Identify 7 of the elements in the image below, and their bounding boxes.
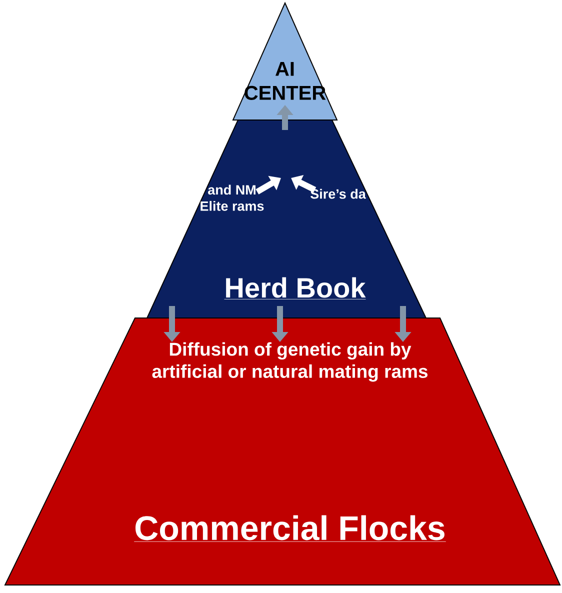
label-text: Sire’s da [310,188,366,199]
body-text: Diffusion of genetic gain by artificial or natural mating rams [152,342,428,382]
heading-text: Commercial Flocks [134,515,446,542]
label-text: and NM Elite rams [200,184,264,211]
heading-text: Herd Book [224,277,366,300]
title-text: AI CENTER [244,62,326,100]
block-arrow [256,176,281,194]
